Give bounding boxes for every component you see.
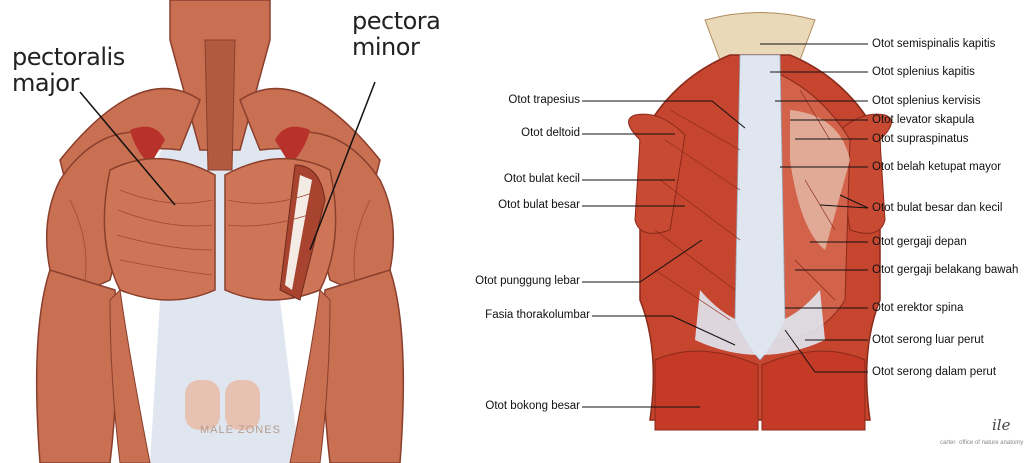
right-side-muscle (290, 290, 330, 463)
label-rhomboid-major: Otot belah ketupat mayor (872, 161, 1001, 174)
label-teres-minor: Otot bulat kecil (504, 173, 580, 186)
label-trapezius: Otot trapesius (508, 94, 580, 107)
back-diagram-panel: Otot trapesius Otot deltoid Otot bulat k… (440, 0, 1029, 463)
label-thoracolumbar-fascia: Fasia thorakolumbar (485, 309, 590, 322)
label-internal-oblique: Otot serong dalam perut (872, 366, 996, 379)
label-teres-major-minor: Otot bulat besar dan kecil (872, 202, 1002, 215)
label-latissimus-dorsi: Otot punggung lebar (475, 275, 580, 288)
label-splenius-cervicis: Otot splenius kervisis (872, 95, 981, 108)
head-base (705, 13, 815, 61)
chest-diagram-panel: pectoralis major pectoralis minor MALE Z… (0, 0, 440, 463)
pectoralis-major-muscle (104, 159, 215, 300)
label-gluteus-maximus: Otot bokong besar (485, 400, 580, 413)
label-semispinalis-capitis: Otot semispinalis kapitis (872, 38, 995, 51)
right-arm (323, 270, 403, 463)
label-serratus-posterior-inferior: Otot gergaji belakang bawah (872, 264, 1018, 277)
left-ab-muscle (185, 380, 220, 430)
label-erector-spinae: Otot erektor spina (872, 302, 963, 315)
label-deltoid: Otot deltoid (521, 127, 580, 140)
label-serratus-anterior: Otot gergaji depan (872, 236, 967, 249)
left-arm (37, 270, 117, 463)
left-gluteus (655, 351, 758, 430)
label-levator-scapulae: Otot levator skapula (872, 114, 974, 127)
label-supraspinatus: Otot supraspinatus (872, 133, 969, 146)
image-credit: carter· office of nature anatomy (940, 440, 1023, 446)
neck-center-muscle (205, 40, 235, 170)
pectoralis-minor-label: pectoralis minor (352, 8, 440, 60)
pectoralis-major-label: pectoralis major (12, 44, 125, 96)
label-splenius-capitis: Otot splenius kapitis (872, 66, 975, 79)
left-side-muscle (110, 290, 150, 463)
watermark-text: MALE ZONES (200, 424, 281, 436)
artist-signature: ile (992, 416, 1010, 434)
right-ab-muscle (225, 380, 260, 430)
label-teres-major: Otot bulat besar (498, 199, 580, 212)
right-gluteus (762, 351, 865, 430)
label-external-oblique: Otot serong luar perut (872, 334, 984, 347)
